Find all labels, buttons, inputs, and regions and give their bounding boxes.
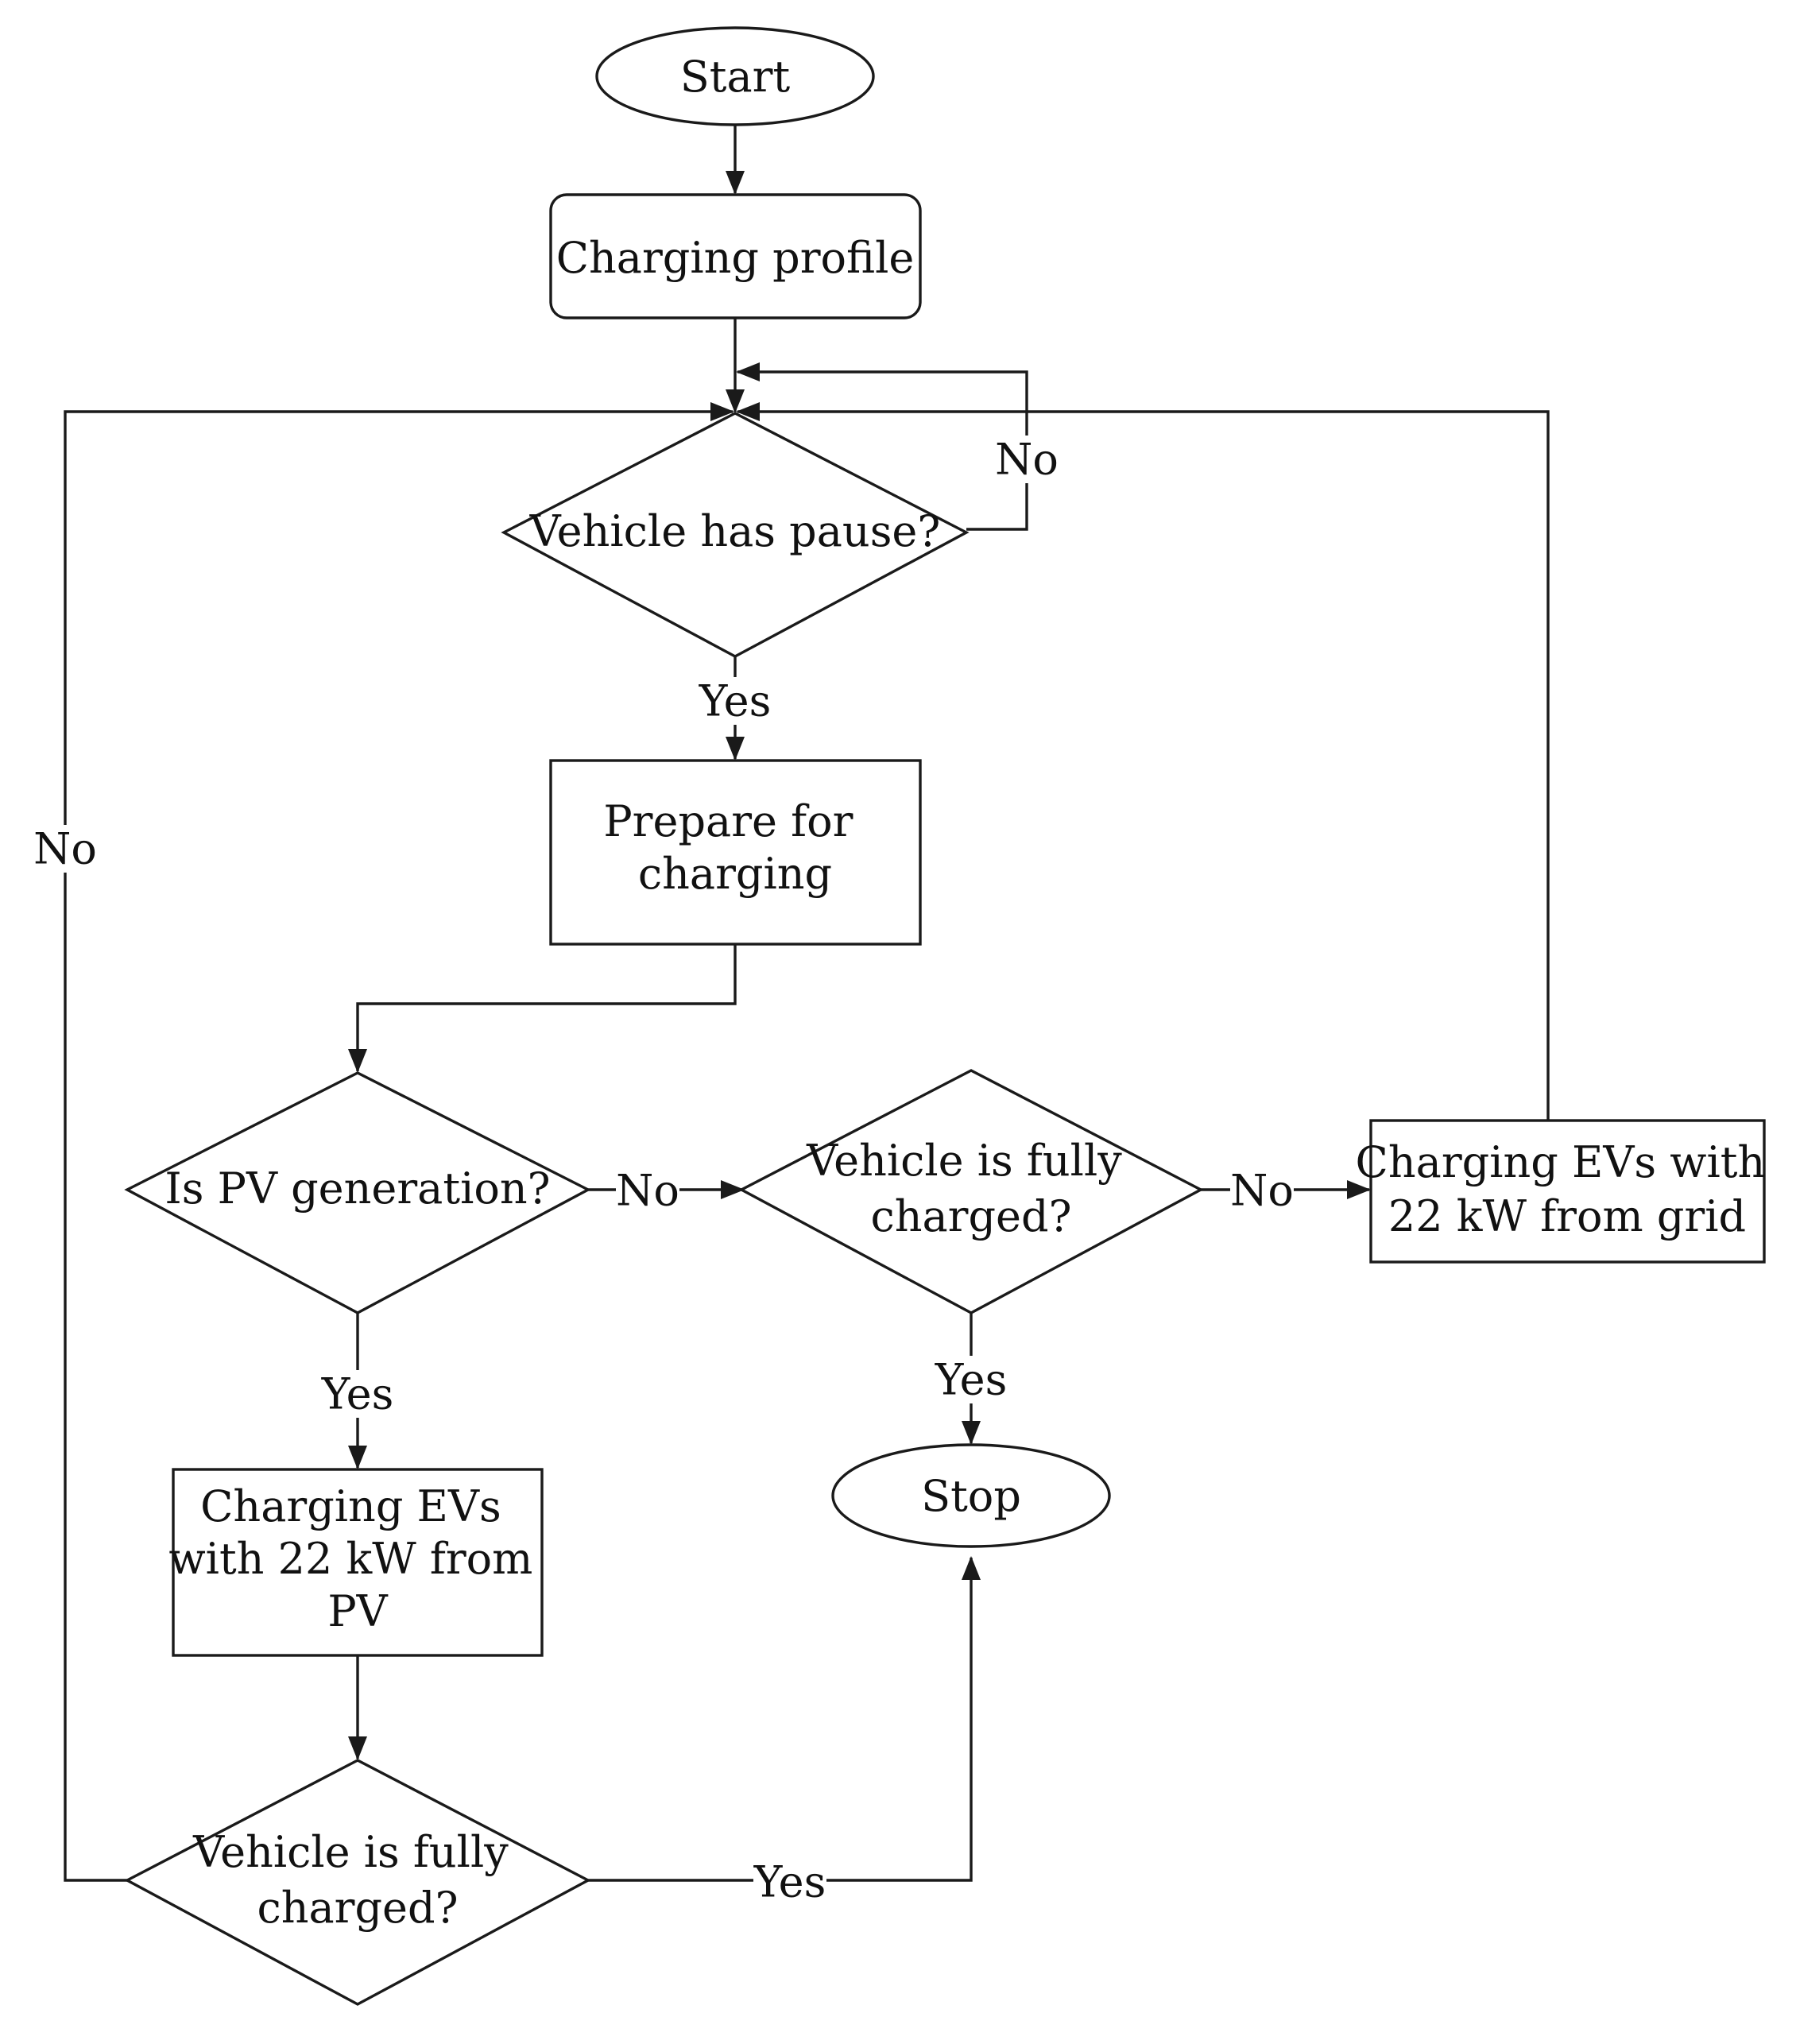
nodes: Start Charging profile Vehicle has pause… [124, 26, 1779, 2006]
svg-text:Yes: Yes [321, 1369, 394, 1419]
svg-text:Yes: Yes [935, 1355, 1008, 1405]
grid-charging-label: Charging EVs with 22 kW from grid [1356, 1137, 1779, 1241]
svg-text:No: No [616, 1166, 679, 1216]
vehicle-pause-label: Vehicle has pause? [529, 506, 941, 556]
fully-charged-mid-decision: Vehicle is fully charged? [738, 1069, 1204, 1314]
edge-label-bottom-no: No [33, 824, 97, 874]
edge-label-pause-no: No [995, 435, 1059, 485]
edge-bottom-yes [588, 1556, 981, 1882]
edge-grid-back [736, 402, 1550, 1121]
stop-label: Stop [921, 1471, 1021, 1521]
edge-label-mid-yes: Yes [935, 1355, 1008, 1405]
prepare-charging-label: Prepare for charging [603, 796, 866, 899]
pv-generation-label: Is PV generation? [165, 1163, 550, 1214]
edge-label-mid-no: No [1230, 1166, 1294, 1216]
grid-charging-node: Charging EVs with 22 kW from grid [1356, 1119, 1779, 1264]
charging-profile-node: Charging profile [549, 193, 922, 319]
edge-label-pv-no: No [616, 1166, 679, 1216]
edge-prepare-to-pv [348, 944, 737, 1073]
start-label: Start [680, 52, 791, 102]
fully-charged-bottom-decision: Vehicle is fully charged? [124, 1759, 591, 2006]
pv-charging-node: Charging EVs with 22 kW from PV [168, 1468, 546, 1657]
svg-text:Yes: Yes [753, 1857, 826, 1907]
svg-text:No: No [33, 824, 97, 874]
pv-generation-decision: Is PV generation? [124, 1071, 591, 1314]
edge-bottom-no [64, 402, 734, 1882]
start-node: Start [595, 26, 875, 126]
edge-label-pause-yes: Yes [699, 676, 772, 726]
edge-label-pv-yes: Yes [321, 1369, 394, 1419]
svg-text:Yes: Yes [699, 676, 772, 726]
fully-charged-mid-label: Vehicle is fully charged? [806, 1136, 1136, 1241]
edge-label-bottom-yes: Yes [753, 1857, 826, 1907]
charging-profile-label: Charging profile [556, 233, 915, 283]
edges [64, 125, 1550, 1882]
pv-charging-label: Charging EVs with 22 kW from PV [168, 1481, 546, 1636]
stop-node: Stop [831, 1443, 1111, 1548]
svg-text:No: No [1230, 1166, 1294, 1216]
svg-text:No: No [995, 435, 1059, 485]
prepare-charging-node: Prepare for charging [549, 759, 922, 946]
fully-charged-bottom-label: Vehicle is fully charged? [192, 1827, 522, 1933]
edge-labels: No Yes No Yes No Yes Yes No [33, 435, 1294, 1907]
vehicle-pause-decision: Vehicle has pause? [501, 412, 970, 658]
